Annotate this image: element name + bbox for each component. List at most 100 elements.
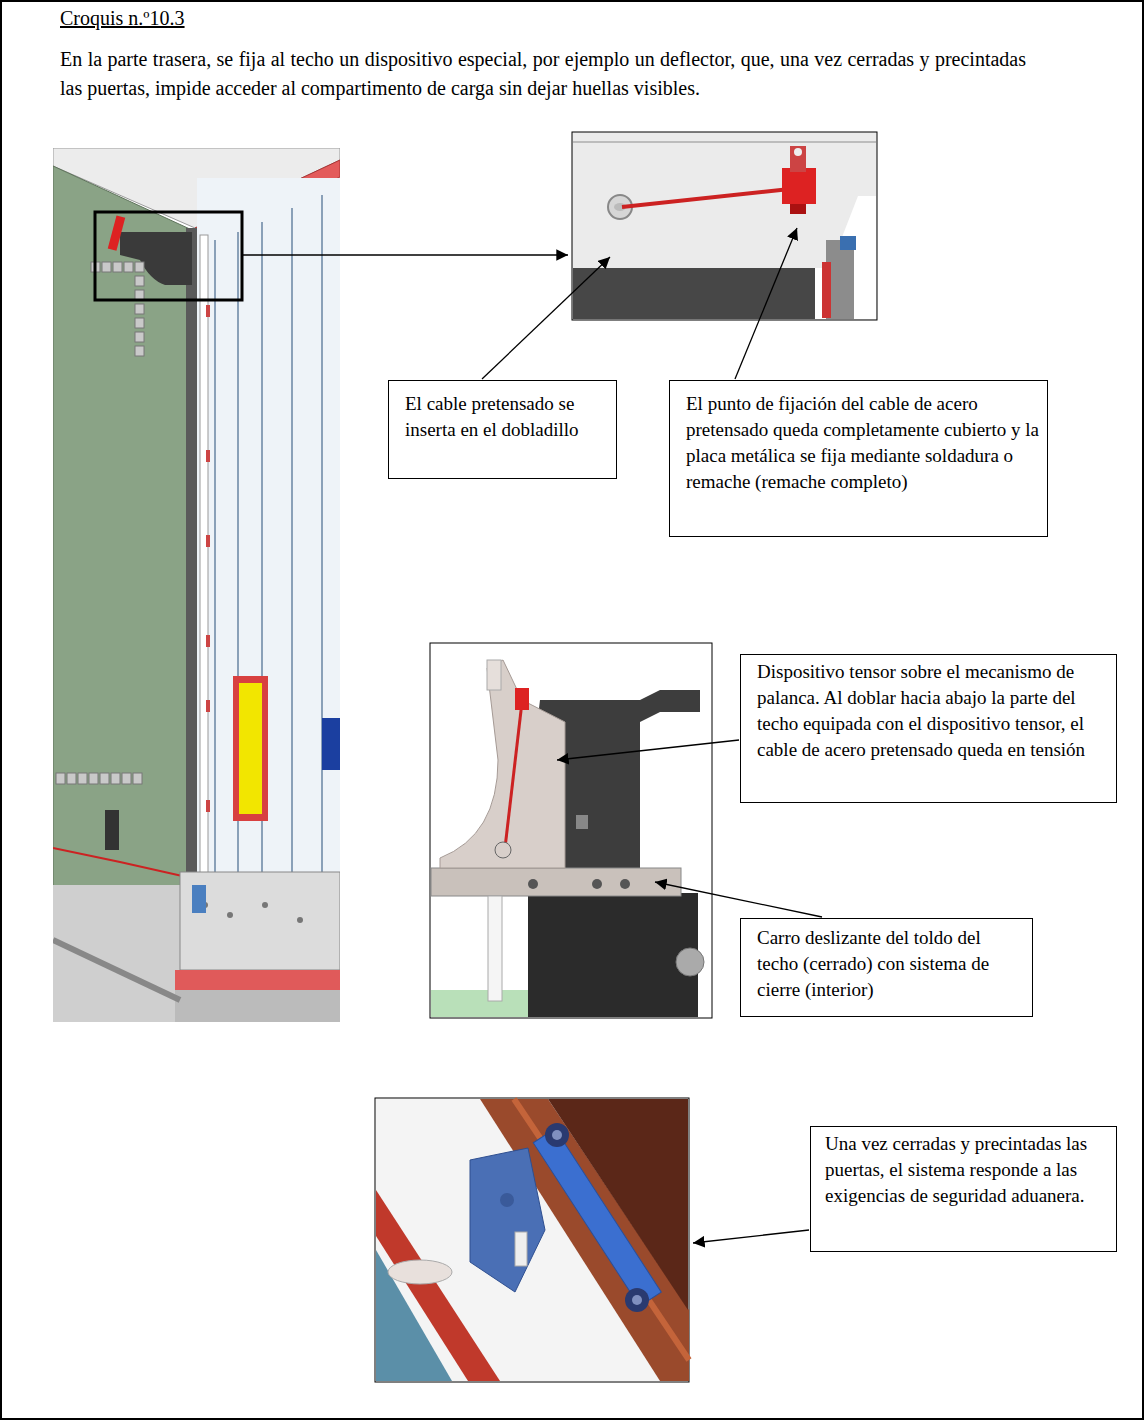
illustration-part [488,896,502,1001]
callout-box: Dispositivo tensor sobre el mecanismo de… [740,654,1117,803]
illustration-part [431,990,528,1017]
illustration-part [135,318,144,328]
illustration-part [206,635,210,647]
callout-text: El cable pretensado se inserta en el dob… [405,391,608,443]
illustration-part [321,195,323,880]
illustration-part [56,773,65,784]
illustration-part [676,948,704,976]
illustration-part [56,262,144,784]
illustration-part [625,1288,649,1312]
illustration-part [206,700,210,712]
illustration-part [822,262,831,318]
illustration-part [206,800,210,812]
illustration-part [592,879,602,889]
illustration-part [89,773,98,784]
illustration-part [572,132,877,320]
illustration-part [622,189,790,207]
callout-text: Carro deslizante del toldo del techo (ce… [757,925,1024,1003]
leader-arrow [557,740,739,760]
illustration-part [262,902,268,908]
illustration-part [113,262,122,272]
illustration-part [548,1099,688,1310]
illustration-part [431,868,681,896]
illustration-part [111,773,120,784]
illustration-part [297,917,303,923]
illustration-part [180,872,340,970]
figure-title: Croquis n.º10.3 [60,5,185,31]
illustration-part [192,885,206,913]
illustration-part [322,718,340,770]
illustration-part [291,208,293,880]
fixing-detail [572,132,877,320]
illustration-part [105,810,119,850]
illustration-part [206,305,210,317]
illustration-part [515,688,529,710]
callout-text: El punto de fijación del cable de acero … [686,391,1039,495]
illustration-part [78,773,87,784]
illustration-part [440,660,565,868]
illustration-part [790,204,806,214]
illustration-part [108,216,125,251]
illustration-part [239,683,262,814]
illustration-part [620,879,630,889]
illustration-part [135,346,144,356]
illustration-part [573,141,876,143]
callout-box: El punto de fijación del cable de acero … [669,380,1048,537]
illustration-part [53,148,340,1022]
illustration-part [495,842,511,858]
illustration-part [100,773,109,784]
callout-text: Dispositivo tensor sobre el mecanismo de… [757,659,1108,763]
illustration-part [533,1129,661,1307]
illustration-part [227,912,233,918]
illustration-part [233,676,268,821]
illustration-part [815,196,876,319]
illustration-part [375,1098,689,1382]
callout-text: Una vez cerradas y precintadas las puert… [825,1131,1112,1209]
illustration-part [794,148,802,156]
illustration-part [790,146,806,172]
illustration-part [214,240,216,880]
illustration-part [500,1193,514,1207]
illustration-part [120,232,192,285]
illustration-part [135,276,144,286]
illustration-part [135,304,144,314]
leader-arrow [482,257,610,379]
illustration-part [186,228,197,898]
illustration-part [200,235,208,885]
detail-frame [95,212,242,300]
illustration-part [376,1250,452,1381]
callout-box: Una vez cerradas y precintadas las puert… [810,1126,1117,1252]
illustration-part [632,1295,642,1305]
leader-arrow [655,882,822,917]
hinge-detail [375,1098,689,1382]
illustration-part [528,893,698,1017]
illustration-part [505,702,522,848]
illustration-part [122,773,131,784]
illustration-part [175,970,340,990]
illustration-part [470,1148,545,1292]
illustration-part [515,1232,527,1266]
leader-arrow [693,1230,809,1243]
illustration-part [430,643,712,1018]
illustration-part [487,660,501,690]
illustration-part [782,168,816,204]
illustration-part [102,262,111,272]
tensioner-detail [430,643,712,1018]
illustration-part [576,815,588,829]
illustration-part [135,332,144,342]
illustration-part [124,262,133,272]
illustration-part [840,236,856,250]
description-text: En la parte trasera, se fija al techo un… [60,45,1026,103]
illustration-part [528,879,538,889]
illustration-part [533,1129,661,1307]
callout-box: Carro deslizante del toldo del techo (ce… [740,918,1033,1017]
leader-arrow [735,228,797,379]
illustration-part [133,773,142,784]
illustration-part [552,1130,562,1140]
illustration-part [53,940,180,1000]
illustration-part [135,262,144,272]
illustration-part [206,305,210,812]
illustration-part [545,1123,569,1147]
